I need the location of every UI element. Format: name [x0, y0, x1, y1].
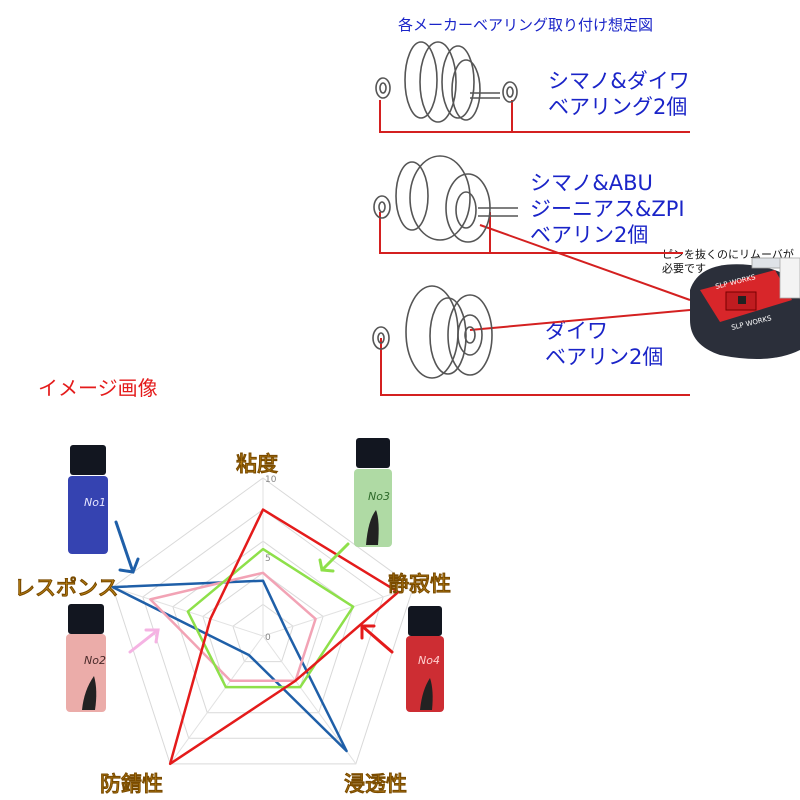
tick-label: 5 [265, 554, 271, 564]
bottle-no3: No3 [354, 438, 392, 547]
radar-tick-labels: 0 5 10 [265, 475, 277, 643]
grid-spoke [262, 586, 414, 637]
bottle-no3-label: No3 [368, 490, 390, 503]
bracket-1 [379, 100, 690, 133]
group2-label-line2: ジーニアス&ZPI [530, 197, 685, 221]
grid-ring [142, 508, 384, 739]
grid-spoke [262, 635, 357, 765]
series-no1 [111, 579, 348, 753]
group1-label-line2: ベアリング2個 [548, 95, 688, 119]
reel-2-drawing [373, 155, 518, 243]
series-no4 [168, 508, 400, 766]
bottle-no4-body [406, 636, 444, 712]
callout-line-b [469, 309, 691, 331]
image-label: イメージ画像 [38, 376, 158, 400]
reel-diagram: SLP WORKS SLP WORKS [372, 41, 800, 396]
reel-3-drawing [372, 285, 493, 379]
grid-ring [232, 603, 294, 663]
group3-label-line2: ベアリン2個 [545, 345, 664, 369]
arrow-no1 [114, 520, 135, 574]
tick-label: 0 [265, 633, 271, 643]
arrow-no2 [128, 628, 160, 654]
axis-label-3: 防錆性 [100, 772, 163, 796]
arrow-no4-head [360, 624, 376, 640]
group2-label-line1: シマノ&ABU [530, 171, 653, 195]
axis-label-1: 静寂性 [388, 572, 451, 596]
bottle-no1-label: No1 [84, 496, 106, 509]
red-bracket-lines [379, 100, 691, 396]
series-no2 [149, 571, 317, 682]
bracket-2 [379, 212, 683, 254]
reel-1-drawing [375, 41, 518, 123]
bottle-no4: No4 [406, 606, 444, 712]
arrow-no3-head [318, 558, 335, 573]
grid-ring [112, 477, 414, 765]
arrow-no3 [320, 542, 350, 572]
radar-series [111, 508, 400, 766]
tick-label: 10 [265, 475, 277, 485]
bottle-no2-label: No2 [84, 654, 106, 667]
arrow-no2-head [144, 628, 160, 644]
bottle-no4-label: No4 [418, 654, 440, 667]
pointer-arrows [114, 520, 394, 654]
arrow-no4 [360, 624, 394, 654]
group2-label-line3: ベアリン2個 [530, 223, 649, 247]
group1-label-line1: シマノ&ダイワ [548, 69, 690, 93]
axis-label-2: 浸透性 [344, 772, 407, 796]
bottle-no1-body [68, 476, 108, 554]
arrow-no1-head [118, 557, 140, 574]
remover-tool-icon: SLP WORKS SLP WORKS [690, 257, 800, 359]
bottle-no3-body [354, 469, 392, 547]
bottle-no1: No1 [68, 445, 108, 554]
series-no3 [186, 547, 355, 689]
bracket-3 [380, 338, 690, 396]
callout-line-a [479, 224, 691, 301]
diagram-title: 各メーカーベアリング取り付け想定図 [398, 16, 654, 34]
axis-label-0: 粘度 [236, 452, 278, 476]
grid-spoke [169, 635, 264, 765]
axis-label-4: レスポンス [14, 576, 119, 600]
bottle-no2: No2 [66, 604, 106, 712]
radar-chart: 0 5 10 No1 No3 No2 No4 [66, 438, 444, 766]
callout-line2: 必要です [662, 262, 706, 275]
